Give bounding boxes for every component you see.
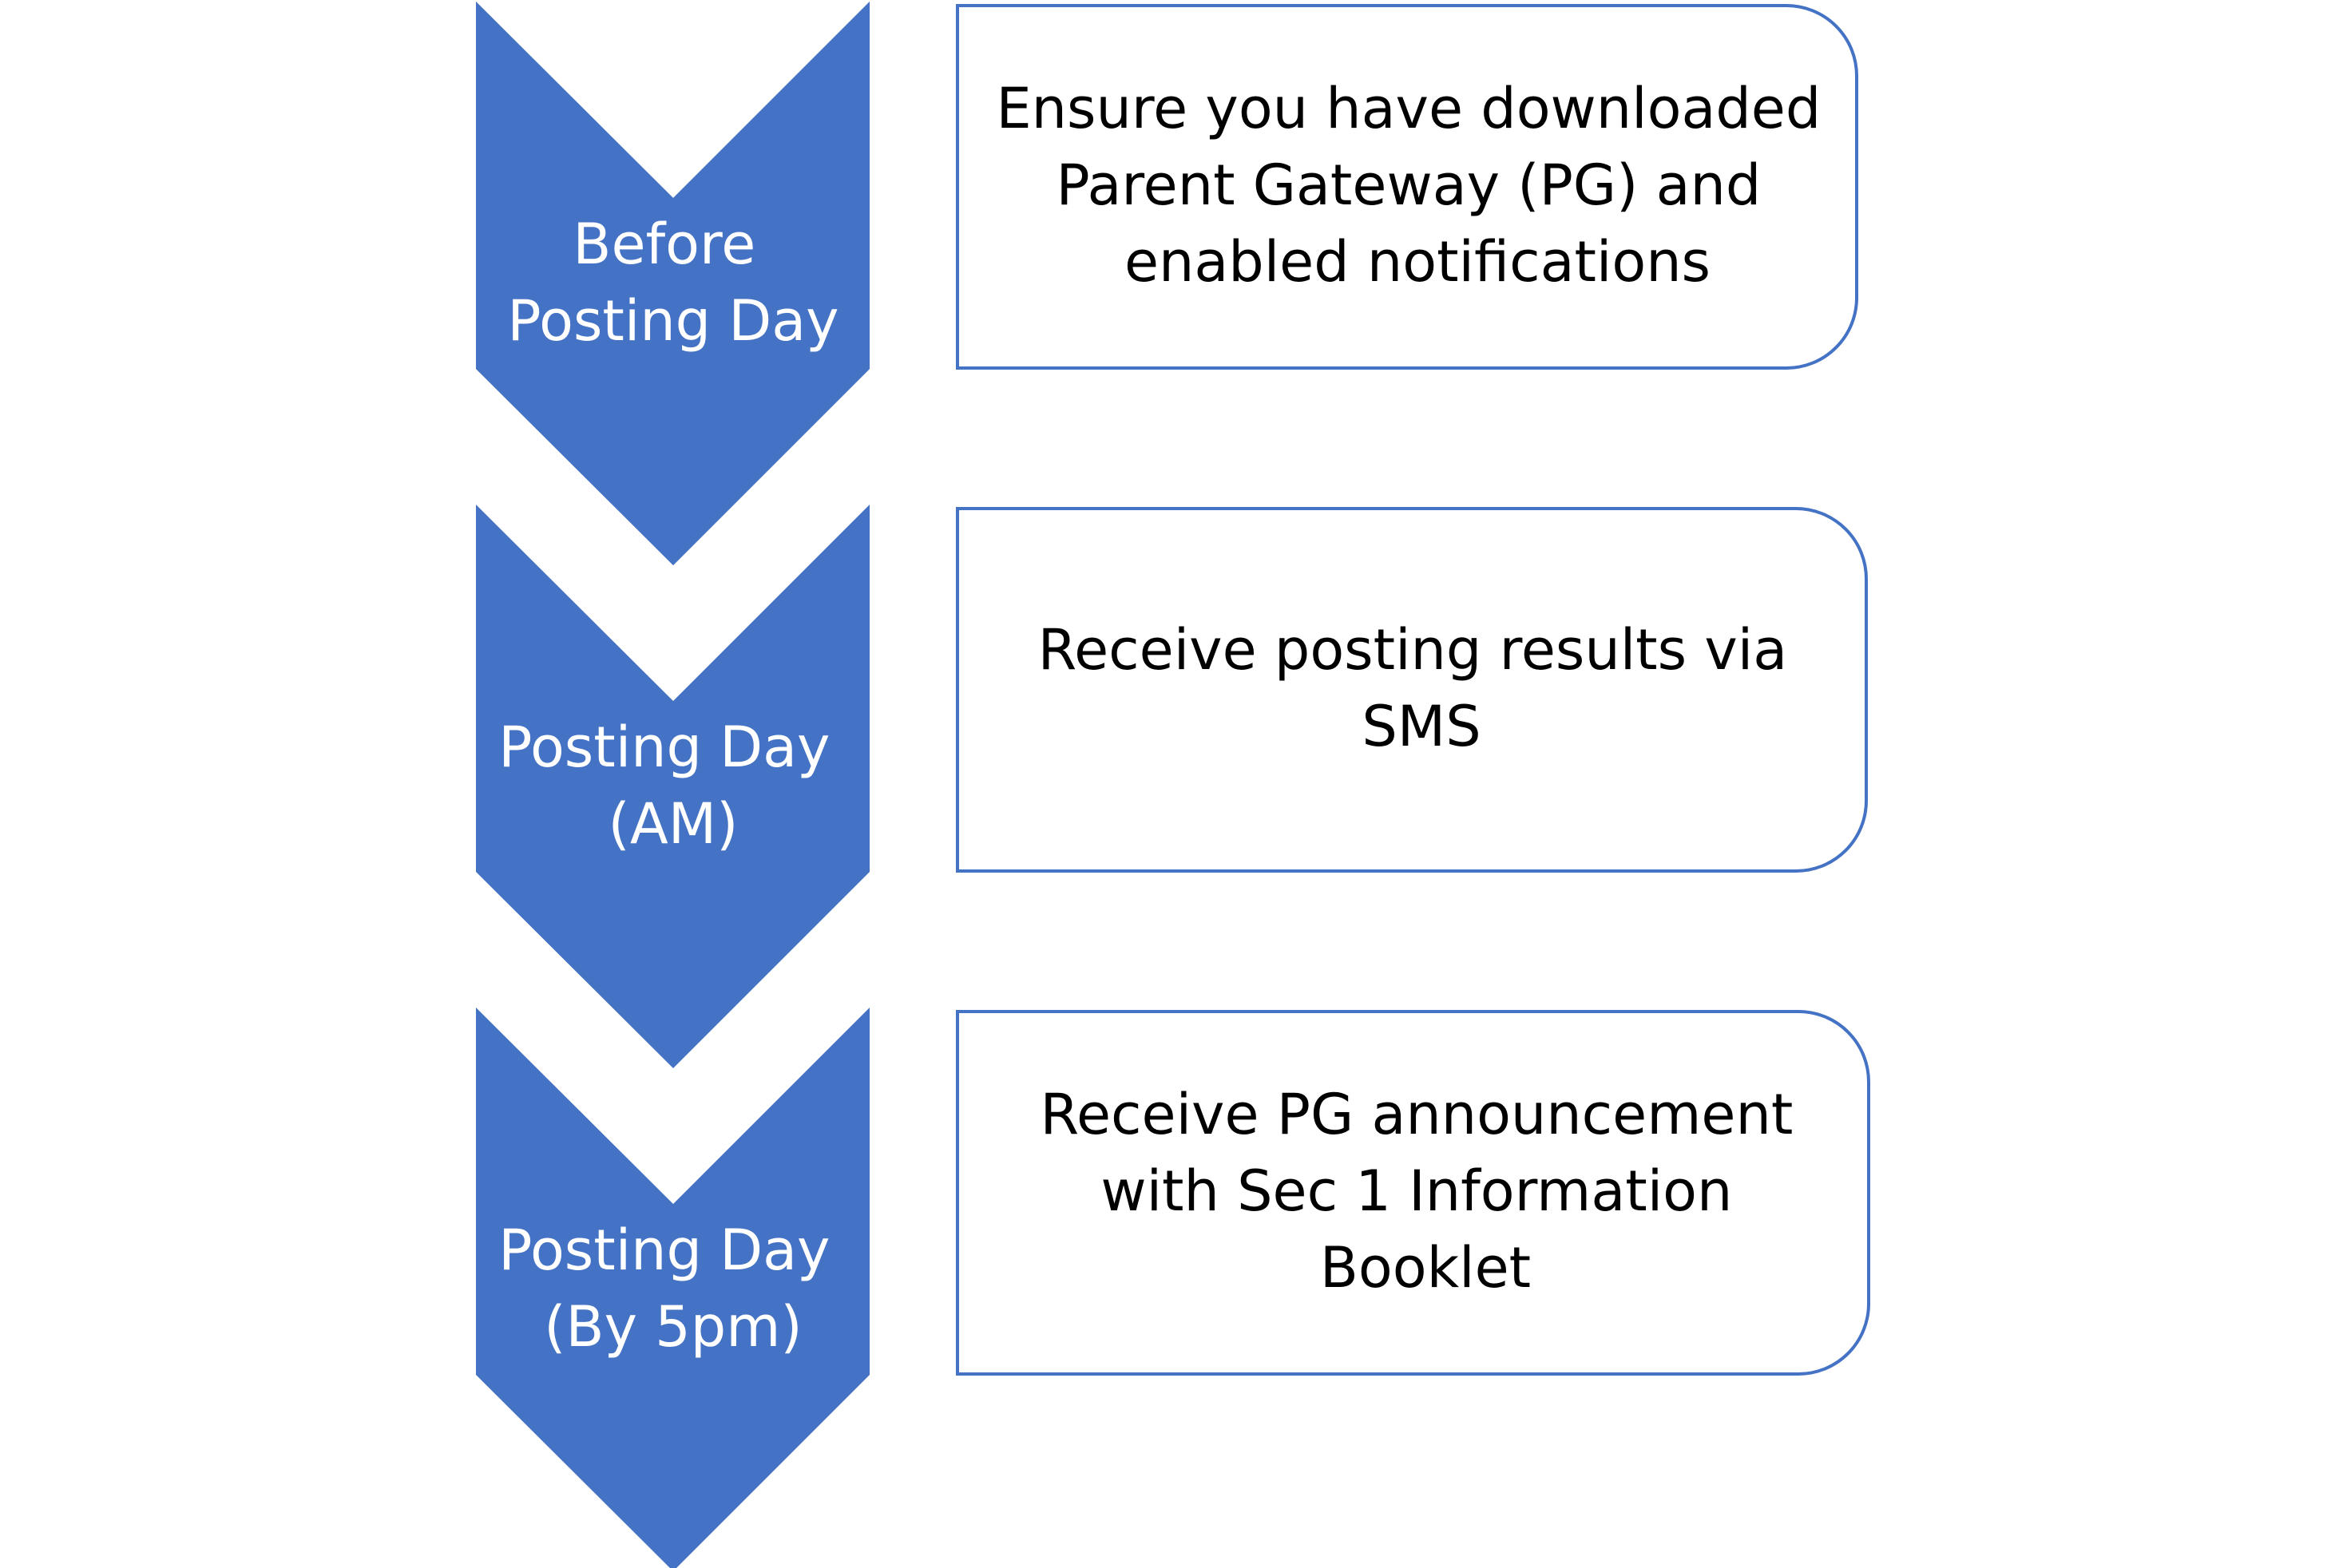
- step-1-description-box: [956, 4, 1858, 370]
- step-3-description: Receive PG announcement with Sec 1 Infor…: [1040, 1082, 1810, 1301]
- step-3-description-line-3: Booklet: [1320, 1235, 1531, 1301]
- step-3-description-box: [956, 1010, 1870, 1376]
- step-1-description-line-2: Parent Gateway (PG) and: [1056, 152, 1761, 218]
- step-1-chevron-notch: [476, 2, 870, 565]
- step-2-description-box: [956, 507, 1868, 873]
- step-2: Posting Day (AM) Receive posting results…: [476, 505, 1868, 1068]
- step-2-stage-label: Posting Day (AM): [498, 715, 847, 857]
- step-2-description-line-1: Receive posting results via: [1038, 617, 1788, 683]
- step-3-stage-line-1: Posting Day: [498, 1218, 830, 1283]
- step-2-chevron: [476, 505, 870, 1068]
- step-1-stage-line-2: Posting Day: [507, 288, 838, 354]
- step-1-description-line-1: Ensure you have downloaded: [996, 76, 1821, 141]
- step-2-description: Receive posting results via SMS: [1038, 617, 1806, 759]
- step-2-stage-line-2: (AM): [609, 791, 739, 857]
- step-3-stage-label: Posting Day (By 5pm): [498, 1218, 847, 1360]
- step-1: Before Posting Day Ensure you have downl…: [476, 2, 1858, 565]
- step-2-stage-line-1: Posting Day: [498, 715, 830, 780]
- step-1-stage-line-1: Before: [573, 212, 755, 277]
- step-1-description-line-3: enabled notifications: [1124, 229, 1711, 295]
- step-1-description: Ensure you have downloaded Parent Gatewa…: [996, 76, 1838, 295]
- step-2-description-line-2: SMS: [1362, 694, 1481, 759]
- step-3: Posting Day (By 5pm) Receive PG announce…: [476, 1008, 1870, 1568]
- step-3-stage-line-2: (By 5pm): [544, 1294, 802, 1360]
- step-3-description-line-2: with Sec 1 Information: [1100, 1158, 1732, 1224]
- step-3-description-line-1: Receive PG announcement: [1040, 1082, 1793, 1147]
- step-1-stage-label: Before Posting Day: [507, 212, 838, 354]
- step-3-chevron: [476, 1008, 870, 1568]
